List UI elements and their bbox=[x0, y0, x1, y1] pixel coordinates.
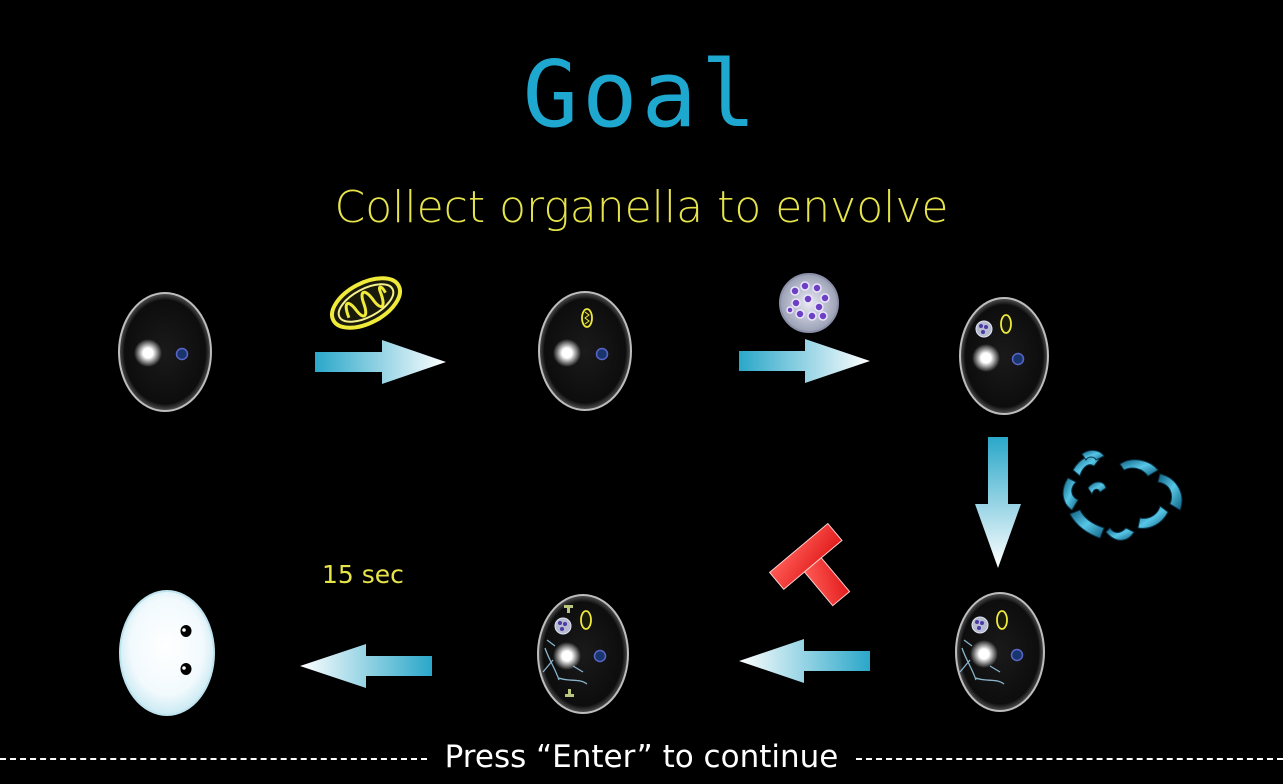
dashed-divider-left bbox=[0, 758, 427, 760]
lysosome-icon bbox=[779, 273, 839, 333]
arrow-left-1 bbox=[739, 639, 870, 683]
cell-with-golgi-tubes bbox=[537, 594, 629, 714]
endoplasmic-reticulum-icon bbox=[1062, 449, 1183, 541]
arrow-right-2 bbox=[739, 339, 870, 383]
cell-with-endoplasmic-reticulum bbox=[955, 592, 1045, 712]
arrow-down bbox=[975, 437, 1021, 568]
mitochondrion-icon bbox=[330, 276, 402, 330]
arrow-right-1 bbox=[315, 340, 446, 384]
t-block-icon bbox=[768, 522, 851, 607]
evolution-diagram bbox=[118, 273, 1183, 716]
continue-prompt: Press “Enter” to continue bbox=[444, 739, 839, 775]
goal-subtitle: Collect organella to envolve bbox=[334, 182, 949, 233]
timer-label: 15 sec bbox=[322, 560, 404, 589]
arrow-left-2 bbox=[300, 644, 432, 688]
dashed-divider-right bbox=[856, 758, 1283, 760]
cell-nucleus-ribosome bbox=[118, 292, 212, 412]
cell-with-lysosome bbox=[959, 297, 1049, 415]
page-title: Goal bbox=[522, 41, 761, 148]
evolved-creature bbox=[119, 590, 215, 716]
cell-with-mitochondrion bbox=[538, 291, 632, 411]
continue-bar[interactable]: Press “Enter” to continue bbox=[0, 734, 1283, 780]
